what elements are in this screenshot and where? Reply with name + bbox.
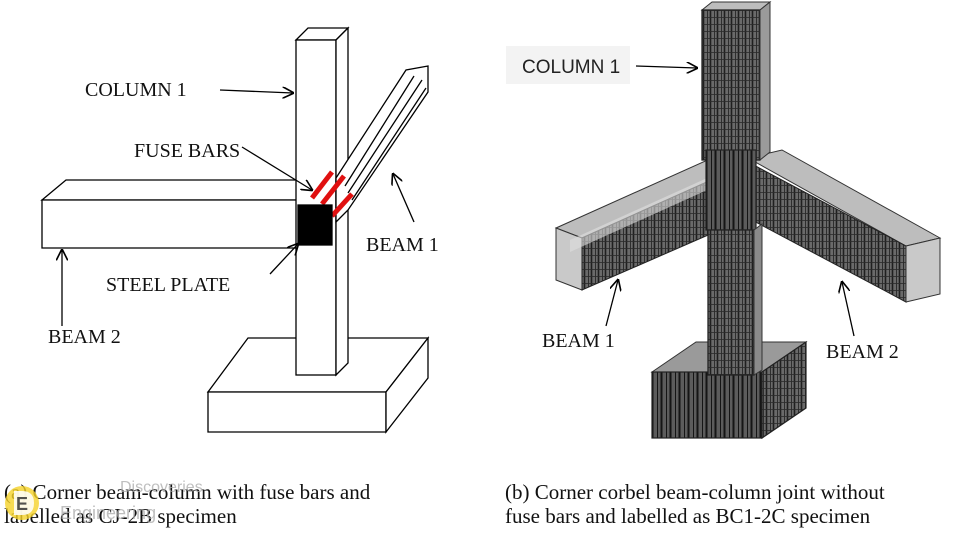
arrow-column-1-right — [635, 66, 697, 68]
right-arrows — [605, 66, 855, 337]
beam-1-body — [335, 65, 429, 224]
arrow-beam-1 — [393, 174, 415, 223]
caption-left-line-1: (a) Corner beam-column with fuse bars an… — [4, 480, 371, 504]
left-arrows — [62, 90, 415, 326]
caption-right-line-2: fuse bars and labelled as BC1-2C specime… — [505, 504, 871, 528]
right-diagram: COLUMN 1 BEAM 1 BEAM 2 — [506, 0, 942, 440]
fuse-bar-1 — [310, 170, 334, 200]
watermark-logo-icon: E — [5, 486, 39, 520]
watermark-text-1: Discoveries — [120, 479, 203, 496]
arrow-beam-2-right — [842, 282, 855, 337]
watermark: E Discoveries Engineering — [0, 473, 203, 531]
caption-right-line-1: (b) Corner corbel beam-column joint with… — [505, 480, 885, 504]
label-column-1: COLUMN 1 — [85, 79, 187, 101]
caption-left-line-2: labelled as CJ-2B specimen — [4, 504, 237, 528]
left-diagram: COLUMN 1 FUSE BARS BEAM 1 STEEL PLATE BE… — [40, 26, 439, 434]
foundation-block — [206, 336, 430, 434]
caption-right: (b) Corner corbel beam-column joint with… — [505, 480, 885, 528]
label-beam-1: BEAM 1 — [366, 234, 439, 256]
beam-2-body — [40, 179, 322, 249]
beam-1-cage — [554, 157, 740, 291]
label-beam-2-right: BEAM 2 — [826, 341, 899, 363]
beam-2-cage — [746, 149, 942, 303]
foundation-cage — [650, 340, 808, 440]
svg-text:E: E — [16, 494, 28, 514]
arrow-steel-plate — [269, 244, 298, 275]
caption-left: (a) Corner beam-column with fuse bars an… — [4, 480, 370, 528]
column-1-cage — [700, 0, 772, 376]
arrow-fuse-bars — [241, 146, 312, 190]
label-box-column-1 — [506, 46, 630, 84]
arrow-beam-1-right — [605, 280, 618, 327]
label-column-1-right: COLUMN 1 — [522, 57, 620, 78]
label-fuse-bars: FUSE BARS — [134, 140, 240, 162]
label-beam-2: BEAM 2 — [48, 326, 121, 348]
fuse-bar-3 — [330, 192, 354, 218]
fuse-bars — [310, 170, 354, 218]
fuse-bar-2 — [320, 174, 346, 206]
label-beam-1-right: BEAM 1 — [542, 330, 615, 352]
arrow-column-1 — [219, 90, 293, 93]
steel-plate — [297, 204, 333, 246]
watermark-text-2: Engineering — [60, 503, 157, 523]
label-steel-plate: STEEL PLATE — [106, 274, 230, 296]
